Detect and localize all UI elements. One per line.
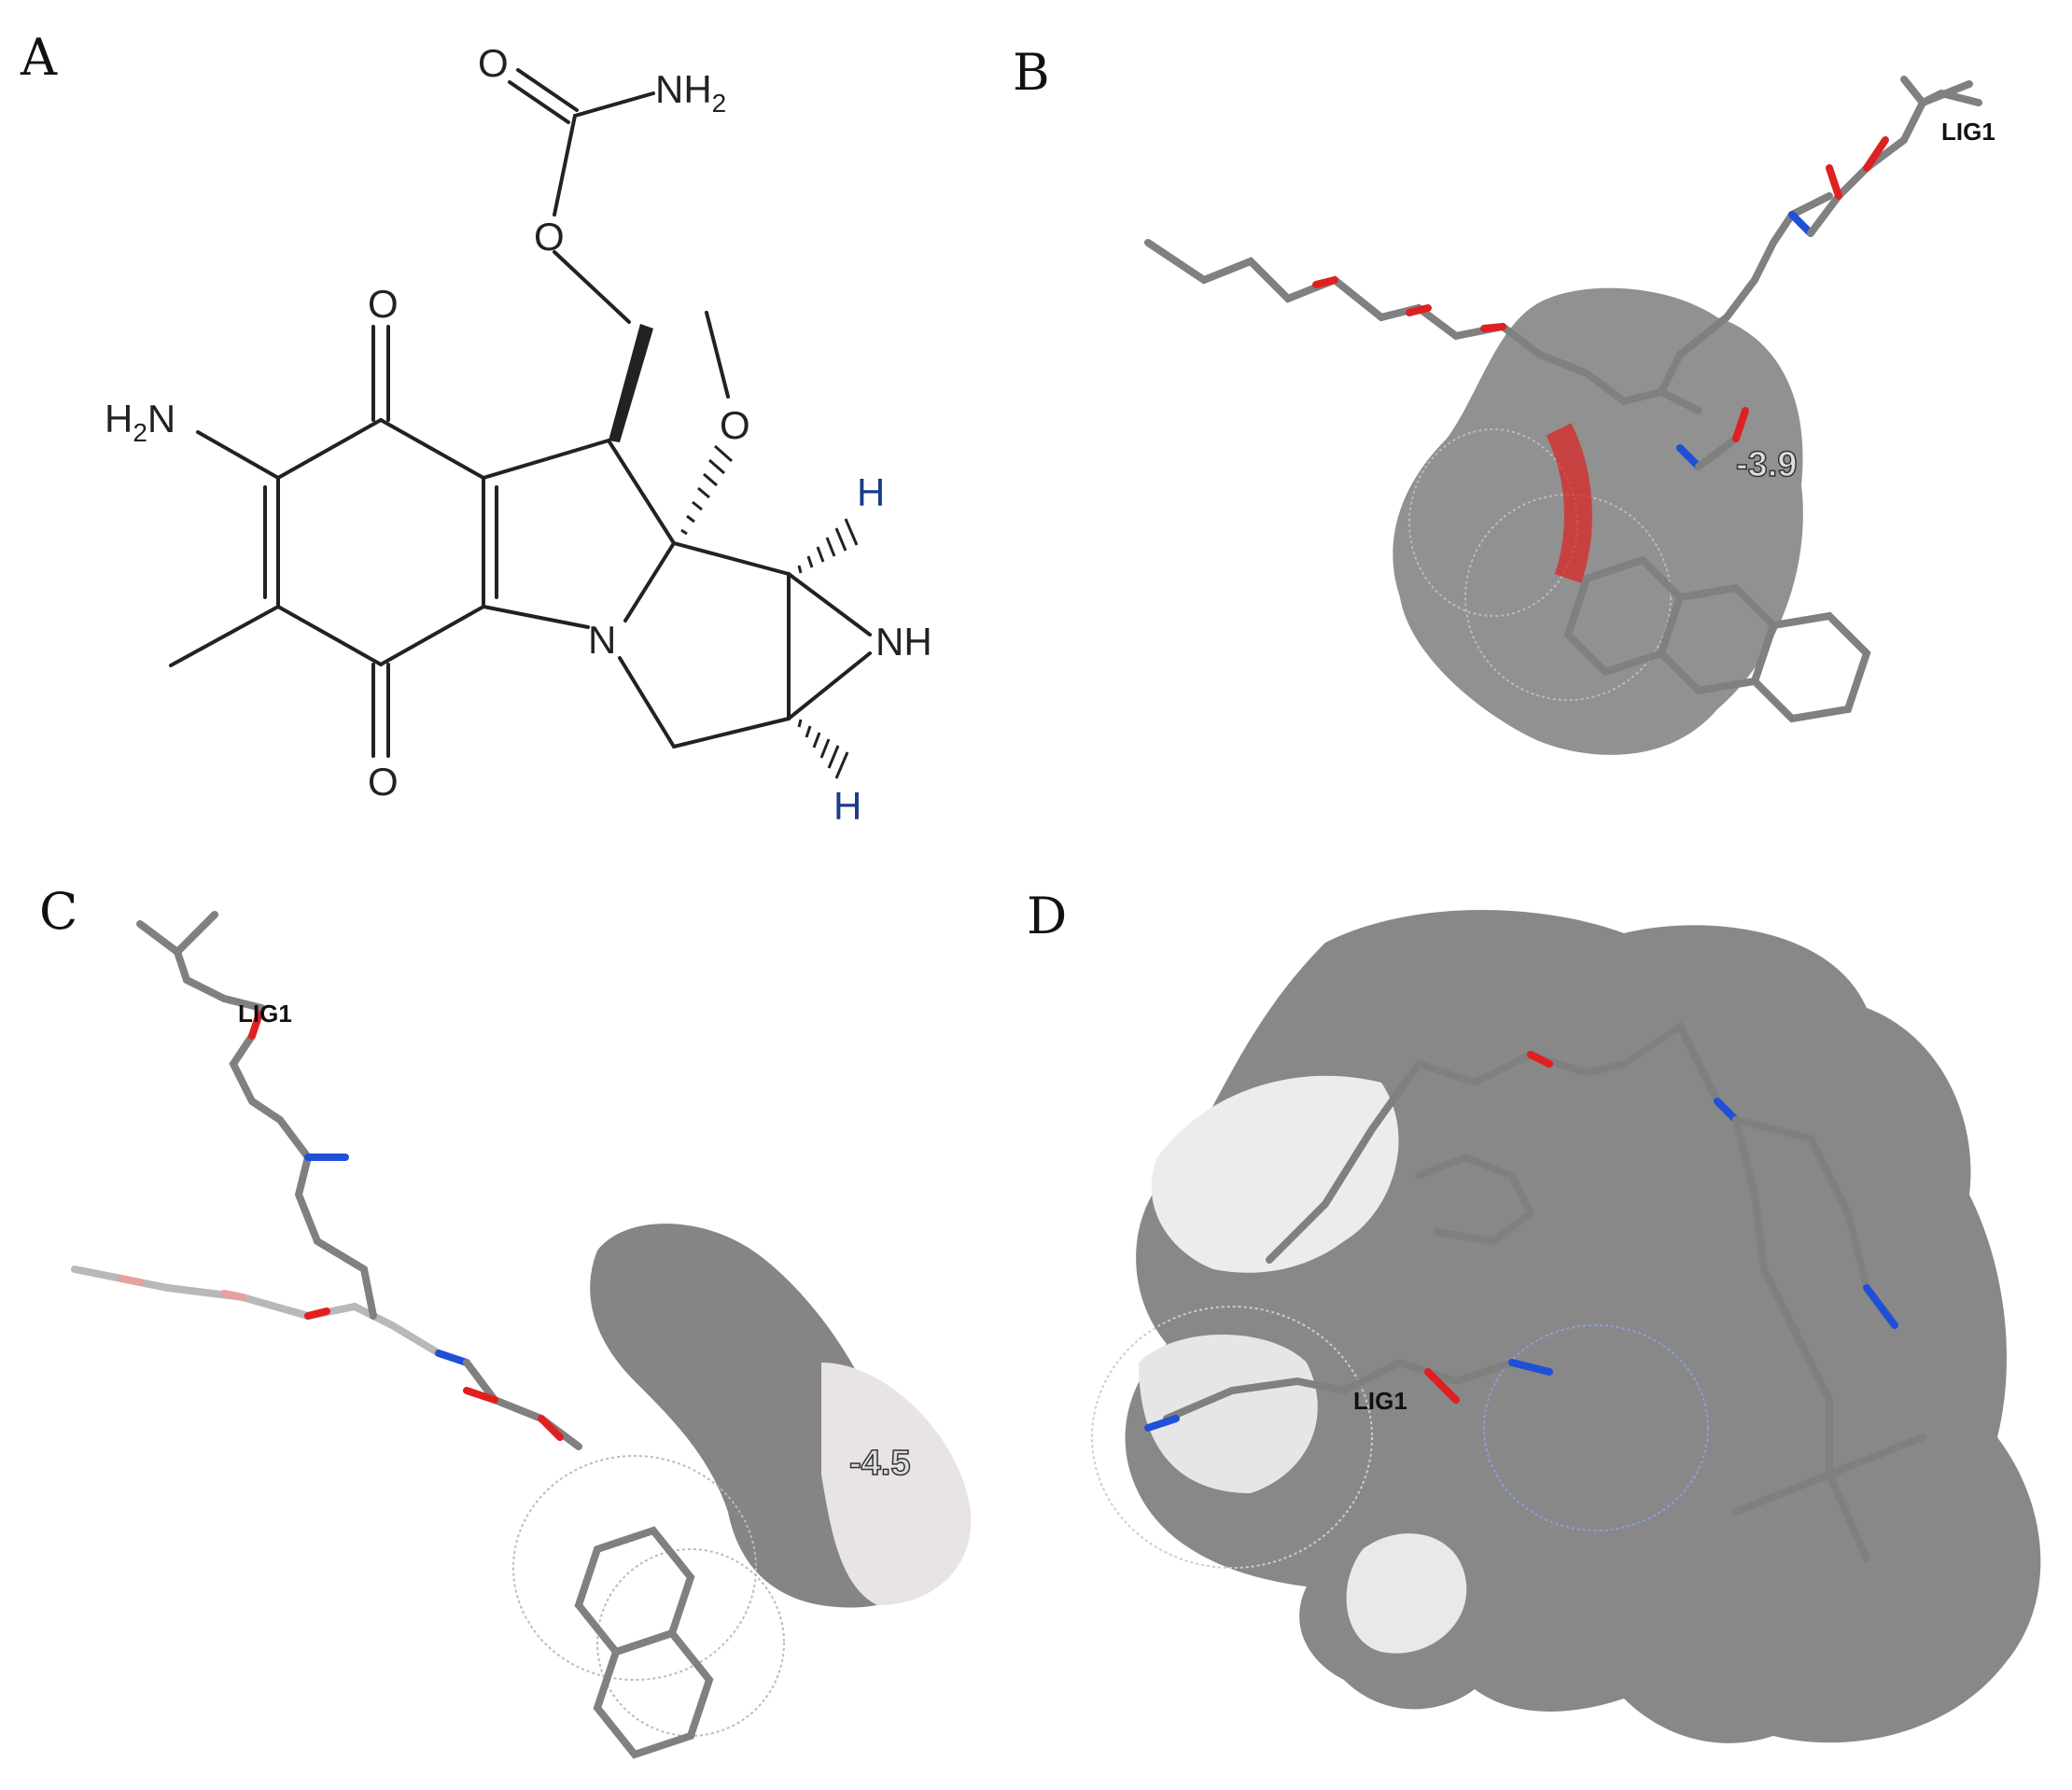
- panel-label-a: A: [21, 28, 57, 87]
- structure-diagram: O NH2 O O O H2N O N NH H H: [105, 41, 932, 828]
- atom-o-methoxy: O: [720, 403, 750, 447]
- score-label-b: -3.9: [1736, 445, 1797, 484]
- atom-h-bottom: H: [833, 784, 861, 828]
- atom-h2n: H2N: [105, 397, 175, 447]
- score-label-c: -4.5: [849, 1444, 910, 1483]
- atom-nh-aziridine: NH: [875, 620, 932, 664]
- atom-o-quinone-bottom: O: [368, 760, 399, 804]
- binding-surface-d: LIG1: [1091, 910, 2041, 1743]
- atom-o-quinone-top: O: [368, 282, 399, 326]
- ligand-label-c: LIG1: [238, 1000, 292, 1028]
- atom-nh2-carbamate: NH2: [655, 67, 726, 118]
- atom-o-carbonyl: O: [478, 41, 509, 85]
- docking-pose-c: LIG1 -4.5: [71, 911, 972, 1759]
- panel-label-b: B: [1013, 43, 1050, 102]
- panel-label-c: C: [39, 882, 78, 941]
- docking-pose-b: LIG1 -3.9: [1144, 76, 1995, 755]
- panel-label-d: D: [1027, 887, 1068, 945]
- atom-o-ester: O: [534, 215, 565, 259]
- ligand-label-b: LIG1: [1941, 118, 1995, 146]
- ligand-label-d: LIG1: [1353, 1387, 1407, 1415]
- atom-h-top: H: [857, 470, 885, 514]
- atom-n-ring: N: [588, 618, 616, 662]
